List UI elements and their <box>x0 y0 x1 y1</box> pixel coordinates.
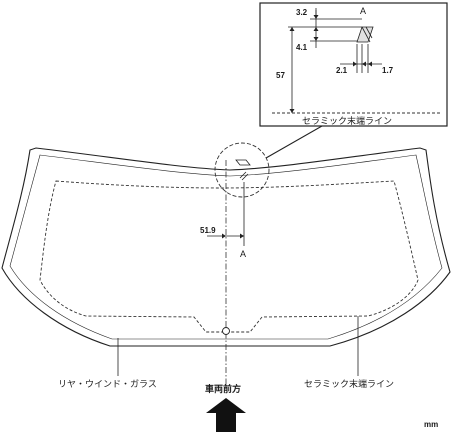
arrowhead <box>313 15 319 19</box>
arrowhead <box>353 61 357 67</box>
arrowhead <box>222 233 226 239</box>
arrowhead <box>289 27 295 31</box>
vehicle-front-arrow <box>206 398 246 432</box>
center-hole <box>222 327 230 335</box>
vehicle-front-label: 車両前方 <box>205 383 241 394</box>
detail-circle <box>214 142 270 198</box>
callout-leader <box>265 125 323 159</box>
section-mark-detail: A <box>360 6 366 16</box>
section-line-a <box>239 171 247 179</box>
arrowhead <box>240 233 244 239</box>
dim-label-3-2: 3.2 <box>296 8 308 17</box>
ceramic-line-detail-label: セラミック末端ライン <box>302 115 392 126</box>
dim-label-51-9: 51.9 <box>200 226 216 235</box>
fastener-mark <box>235 159 251 166</box>
arrowhead <box>313 37 319 41</box>
dim-label-57: 57 <box>276 71 285 80</box>
glass-inner-edge <box>9 154 443 340</box>
dim-label-2-1: 2.1 <box>336 66 348 75</box>
ceramic-line-label: セラミック末端ライン <box>304 378 394 389</box>
arrowhead <box>368 61 372 67</box>
glass-outline <box>1 147 451 347</box>
fastener-hatch <box>361 26 371 43</box>
rear-glass-label: リヤ・ウインド・ガラス <box>58 379 157 389</box>
dim-label-4-1: 4.1 <box>296 43 308 52</box>
section-line-a <box>241 173 249 181</box>
dim-label-1-7: 1.7 <box>382 66 394 75</box>
arrowhead <box>289 109 295 113</box>
section-mark: A <box>240 249 246 259</box>
arrowhead <box>313 27 319 31</box>
fastener-hatch <box>365 26 373 39</box>
fastener-profile <box>356 26 374 43</box>
unit-label: mm <box>424 420 438 429</box>
arrowhead <box>362 61 366 67</box>
ceramic-end-line <box>39 180 419 333</box>
detail-callout: 3.2 4.1 57 2.1 1.7 A セラミック末端ライン <box>259 2 448 127</box>
